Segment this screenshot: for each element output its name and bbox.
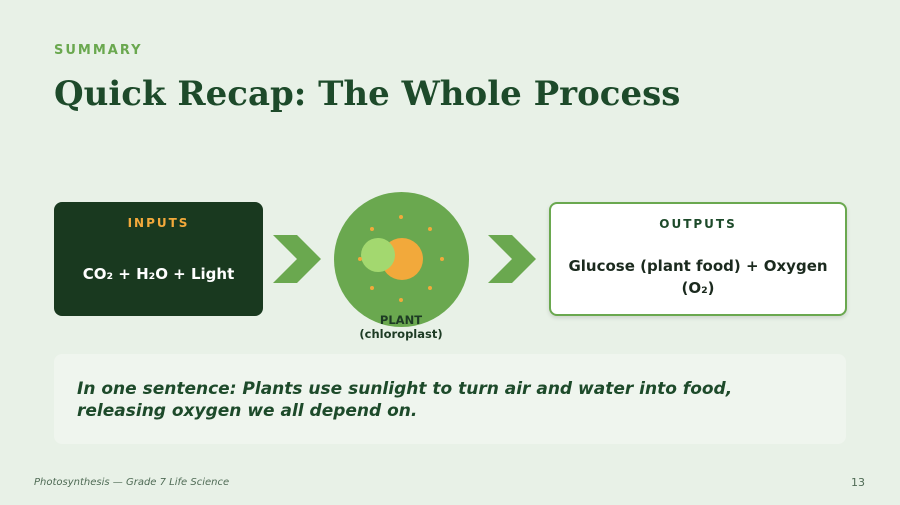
inputs-formula: CO₂ + H₂O + Light — [82, 265, 235, 283]
chevron-right-icon — [273, 235, 321, 283]
chevron-right-icon — [488, 235, 536, 283]
plant-label-title: PLANT — [379, 313, 423, 327]
eyebrow-label: SUMMARY — [54, 43, 143, 58]
plant-label-subtitle: (chloroplast) — [359, 327, 443, 341]
slide-title: Quick Recap: The Whole Process — [54, 74, 681, 114]
plant-label: PLANT (chloroplast) — [341, 313, 461, 341]
outputs-formula: Glucose (plant food) + Oxygen (O₂) — [568, 257, 828, 297]
outputs-heading: OUTPUTS — [659, 217, 737, 231]
summary-callout: In one sentence: Plants use sunlight to … — [54, 354, 846, 444]
footer-course-title: Photosynthesis — Grade 7 Life Science — [34, 477, 230, 488]
chloroplast-icon — [334, 192, 469, 327]
page-number: 13 — [851, 476, 865, 489]
summary-sentence: In one sentence: Plants use sunlight to … — [77, 379, 733, 421]
inputs-heading: INPUTS — [127, 216, 190, 230]
outputs-card: OUTPUTS Glucose (plant food) + Oxygen (O… — [549, 202, 847, 316]
inputs-card: INPUTS CO₂ + H₂O + Light — [54, 202, 263, 316]
